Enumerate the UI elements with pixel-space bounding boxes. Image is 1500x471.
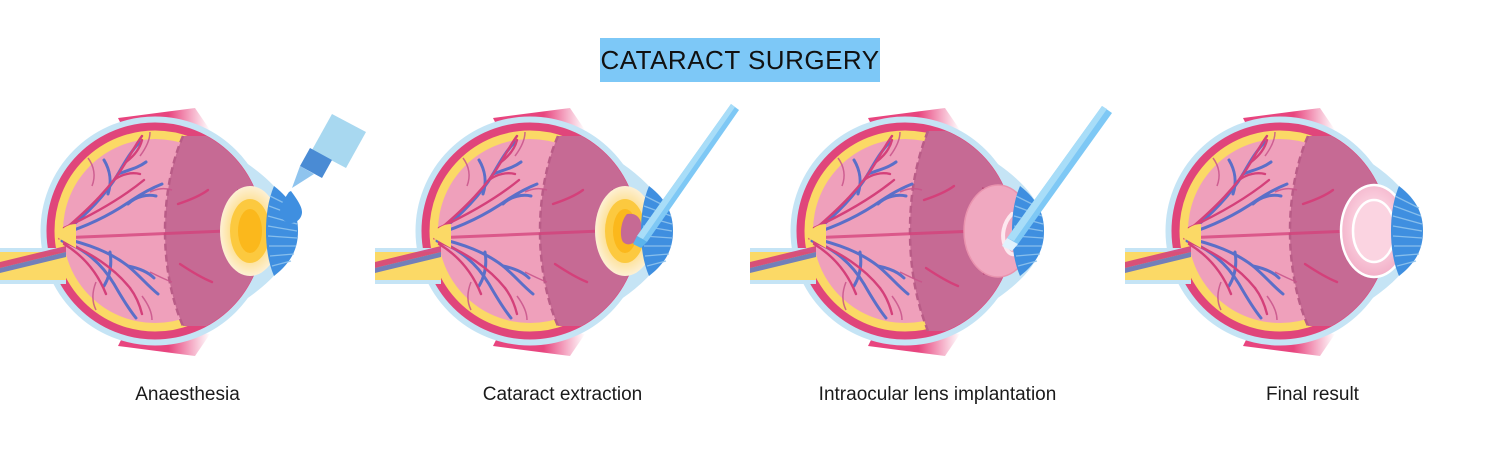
- step-cataract-extraction: Cataract extraction: [375, 96, 750, 426]
- lens-injector-icon: [1002, 106, 1112, 251]
- posterior-capsule-edge: [908, 130, 930, 332]
- iris-cornea: [1391, 186, 1423, 276]
- optic-nerve: [1125, 224, 1201, 284]
- eye-diagram-anaesthesia: [0, 96, 375, 366]
- surgical-probe-icon: [633, 104, 739, 248]
- eye-diagram-iol-implantation: [750, 96, 1125, 366]
- artificial-iol: [1339, 183, 1409, 279]
- optical-axis: [57, 228, 251, 240]
- retinal-arteries: [1187, 134, 1339, 316]
- step-anaesthesia: Anaesthesia: [0, 96, 375, 426]
- step-caption: Anaesthesia: [135, 384, 240, 405]
- title-banner: CATARACT SURGERY: [600, 38, 880, 82]
- step-caption: Final result: [1266, 384, 1359, 405]
- cataract-lens-being-removed: [595, 186, 655, 276]
- surgery-steps-row: Anaesthesia: [0, 96, 1500, 426]
- retinal-arteries: [437, 134, 589, 316]
- eye-diagram-cataract-extraction: [375, 96, 750, 366]
- capillaries: [462, 131, 548, 321]
- step-final-result: Final result: [1125, 96, 1500, 426]
- capillaries: [87, 131, 173, 321]
- optic-nerve: [0, 224, 76, 284]
- optic-nerve: [750, 224, 826, 284]
- cataract-lens: [220, 186, 280, 276]
- retinal-arteries: [62, 134, 214, 316]
- step-caption: Intraocular lens implantation: [818, 384, 1057, 405]
- capillaries: [837, 131, 923, 321]
- retinal-arteries: [812, 134, 960, 316]
- page-title: CATARACT SURGERY: [600, 44, 880, 75]
- eye-diagram-final-result: [1125, 96, 1500, 366]
- capillaries: [1212, 131, 1298, 321]
- optical-axis: [432, 228, 626, 240]
- dropper-icon: [280, 114, 366, 223]
- step-iol-implantation: Intraocular lens implantation: [750, 96, 1125, 426]
- step-caption: Cataract extraction: [482, 384, 643, 405]
- optic-nerve: [375, 224, 451, 284]
